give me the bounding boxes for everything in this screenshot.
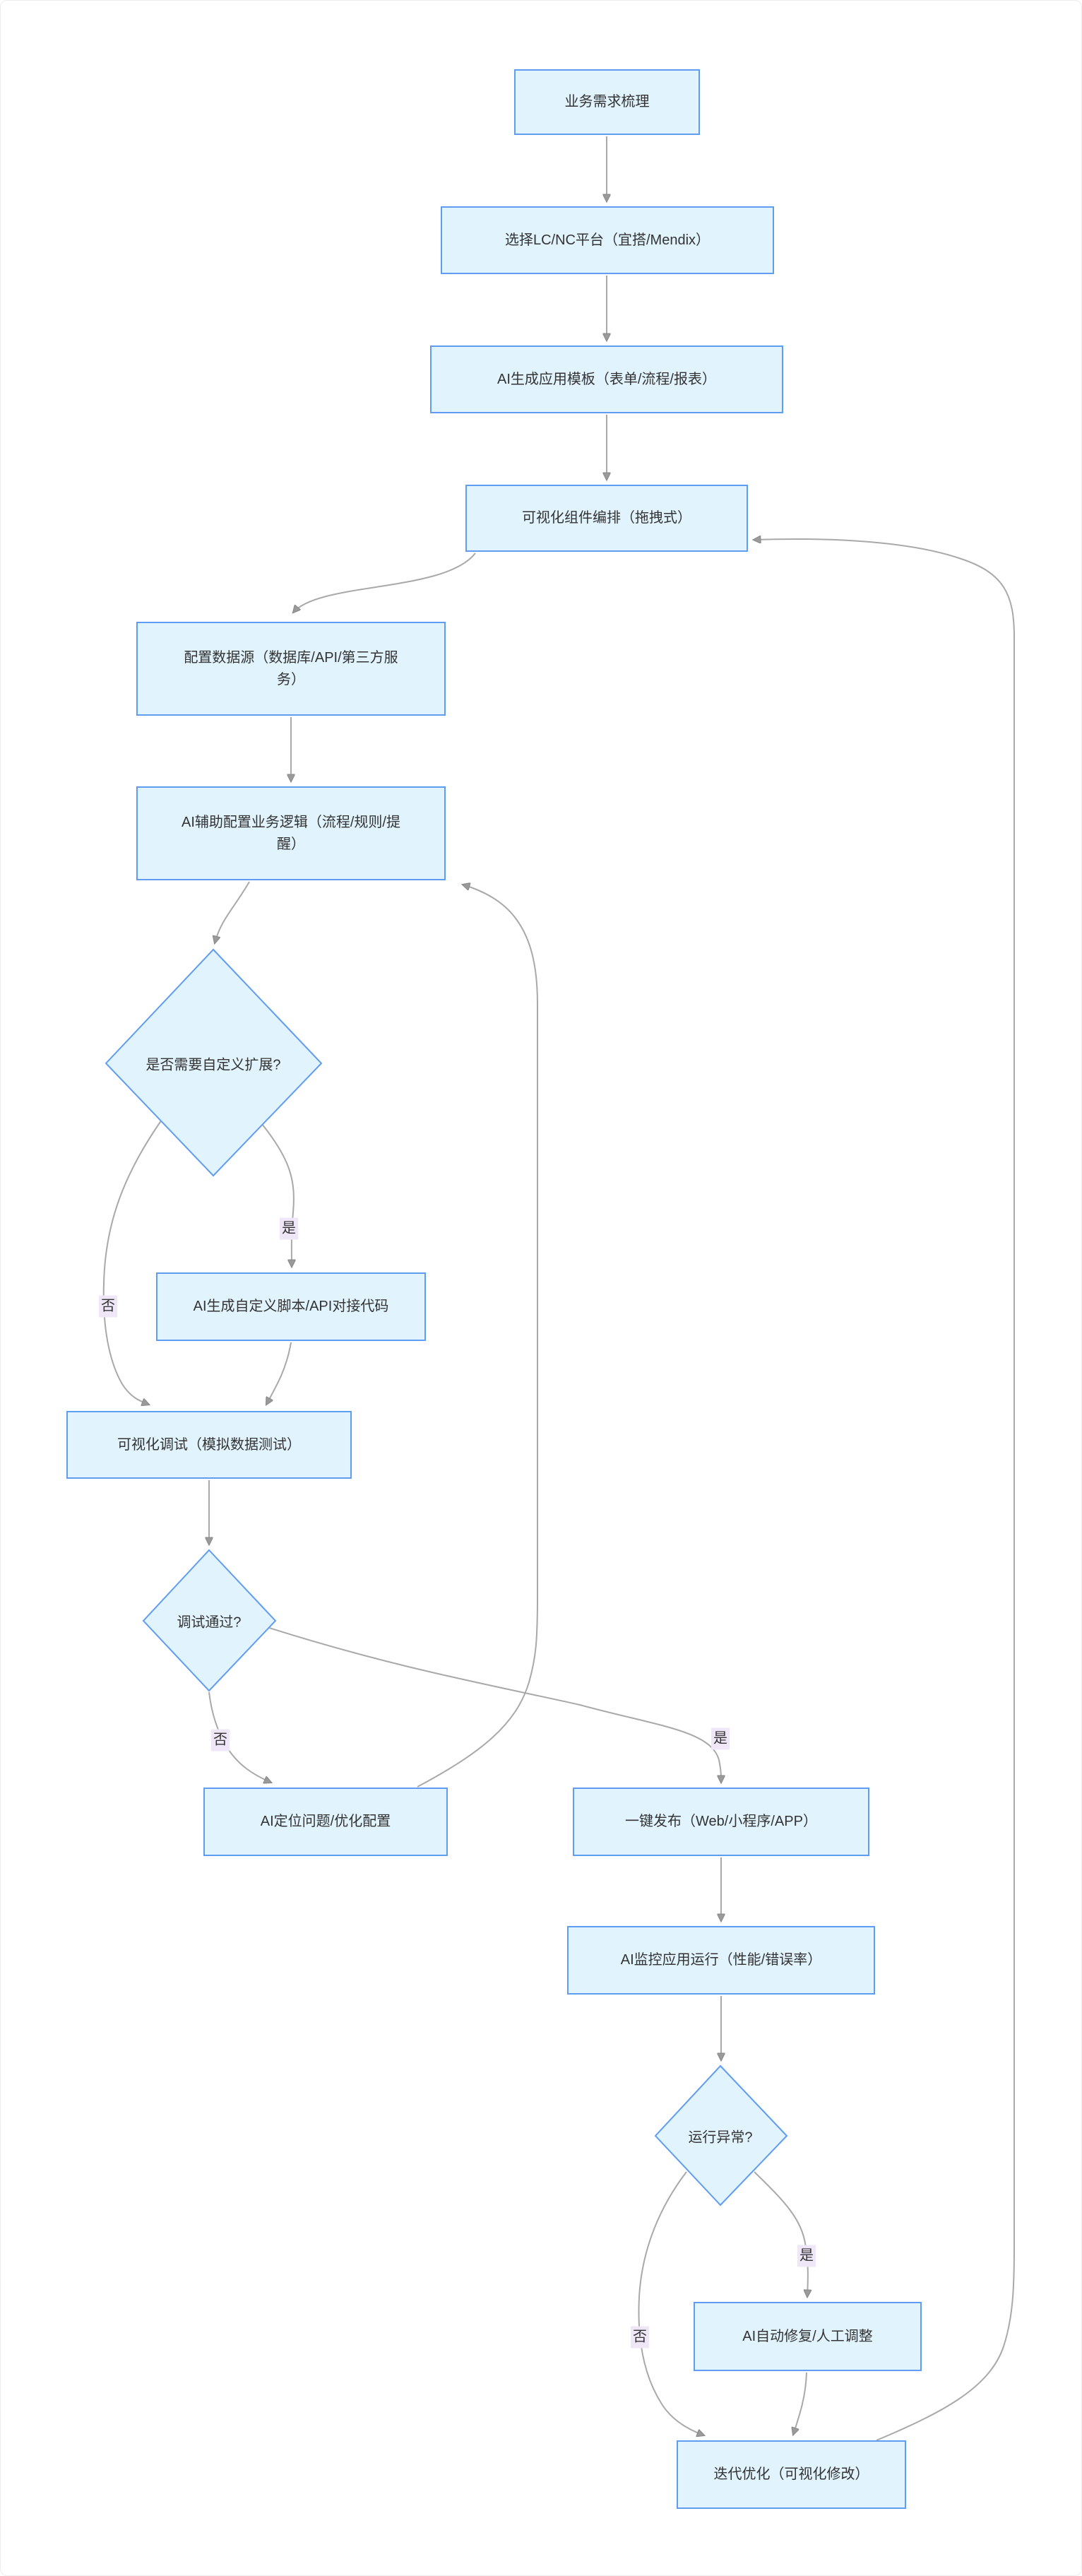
- edge-n7-n8: [266, 1342, 292, 1405]
- decision-d1-label: 是否需要自定义扩展?: [145, 1057, 281, 1073]
- node-label: AI辅助配置业务逻辑（流程/规则/提醒）: [181, 814, 400, 852]
- node-label: AI生成自定义脚本/API对接代码: [193, 1299, 389, 1314]
- edge-n12-n13: [793, 2372, 807, 2435]
- node-label: 可视化调试（模拟数据测试）: [117, 1436, 301, 1453]
- edge-d2-n10-yes: [268, 1627, 721, 1783]
- edge-label-d3-no: 否: [631, 2326, 649, 2348]
- node-label: 选择LC/NC平台（宜搭/Mendix）: [504, 232, 711, 248]
- edge-d3-n12-yes: [754, 2171, 808, 2297]
- node-label: 业务需求梳理: [564, 94, 650, 110]
- edge-d1-n7-yes: [261, 1123, 294, 1267]
- edge-n6-d1: [215, 881, 250, 943]
- node-iterative-optimization: 迭代优化（可视化修改）: [677, 2440, 906, 2509]
- decision-d3-shape: [654, 2064, 788, 2206]
- edge-n9-n6-loop: [417, 885, 538, 1788]
- node-ai-custom-code: AI生成自定义脚本/API对接代码: [156, 1272, 426, 1341]
- node-label: AI自动修复/人工调整: [742, 2328, 873, 2344]
- node-one-click-publish: 一键发布（Web/小程序/APP）: [573, 1788, 869, 1856]
- edge-label-d2-no: 否: [211, 1729, 230, 1751]
- edge-label-d1-yes: 是: [280, 1217, 298, 1240]
- node-label: AI定位问题/优化配置: [260, 1814, 391, 1829]
- node-select-platform: 选择LC/NC平台（宜搭/Mendix）: [441, 206, 774, 274]
- node-business-requirements: 业务需求梳理: [514, 69, 700, 135]
- decision-d2-label: 调试通过?: [177, 1614, 242, 1631]
- node-ai-monitor: AI监控应用运行（性能/错误率）: [567, 1926, 875, 1995]
- node-configure-datasource: 配置数据源（数据库/API/第三方服务）: [136, 622, 446, 716]
- node-visual-orchestration: 可视化组件编排（拖拽式）: [465, 485, 748, 552]
- node-label: AI生成应用模板（表单/流程/报表）: [497, 371, 716, 387]
- node-ai-locate-issues: AI定位问题/优化配置: [203, 1788, 448, 1856]
- edge-n4-n5: [293, 553, 476, 613]
- edge-label-d1-no: 否: [99, 1295, 117, 1318]
- node-label: AI监控应用运行（性能/错误率）: [620, 1952, 822, 1968]
- edge-n13-n4-loop: [754, 539, 1015, 2441]
- node-ai-generate-template: AI生成应用模板（表单/流程/报表）: [430, 345, 783, 413]
- edge-d1-n8-no: [102, 1119, 162, 1405]
- decision-d2-shape: [142, 1549, 277, 1692]
- node-label: 可视化组件编排（拖拽式）: [522, 510, 691, 526]
- node-label: 迭代优化（可视化修改）: [713, 2466, 869, 2482]
- edge-label-d3-yes: 是: [797, 2245, 816, 2267]
- node-ai-autofix: AI自动修复/人工调整: [694, 2302, 922, 2371]
- node-ai-business-logic: AI辅助配置业务逻辑（流程/规则/提醒）: [136, 786, 446, 880]
- decision-d3-label: 运行异常?: [688, 2129, 753, 2146]
- node-label: 一键发布（Web/小程序/APP）: [625, 1814, 817, 1829]
- node-visual-debug: 可视化调试（模拟数据测试）: [66, 1411, 352, 1479]
- edge-label-d2-yes: 是: [711, 1727, 730, 1750]
- decision-d1-shape: [105, 948, 323, 1177]
- node-label: 配置数据源（数据库/API/第三方服务）: [184, 649, 398, 687]
